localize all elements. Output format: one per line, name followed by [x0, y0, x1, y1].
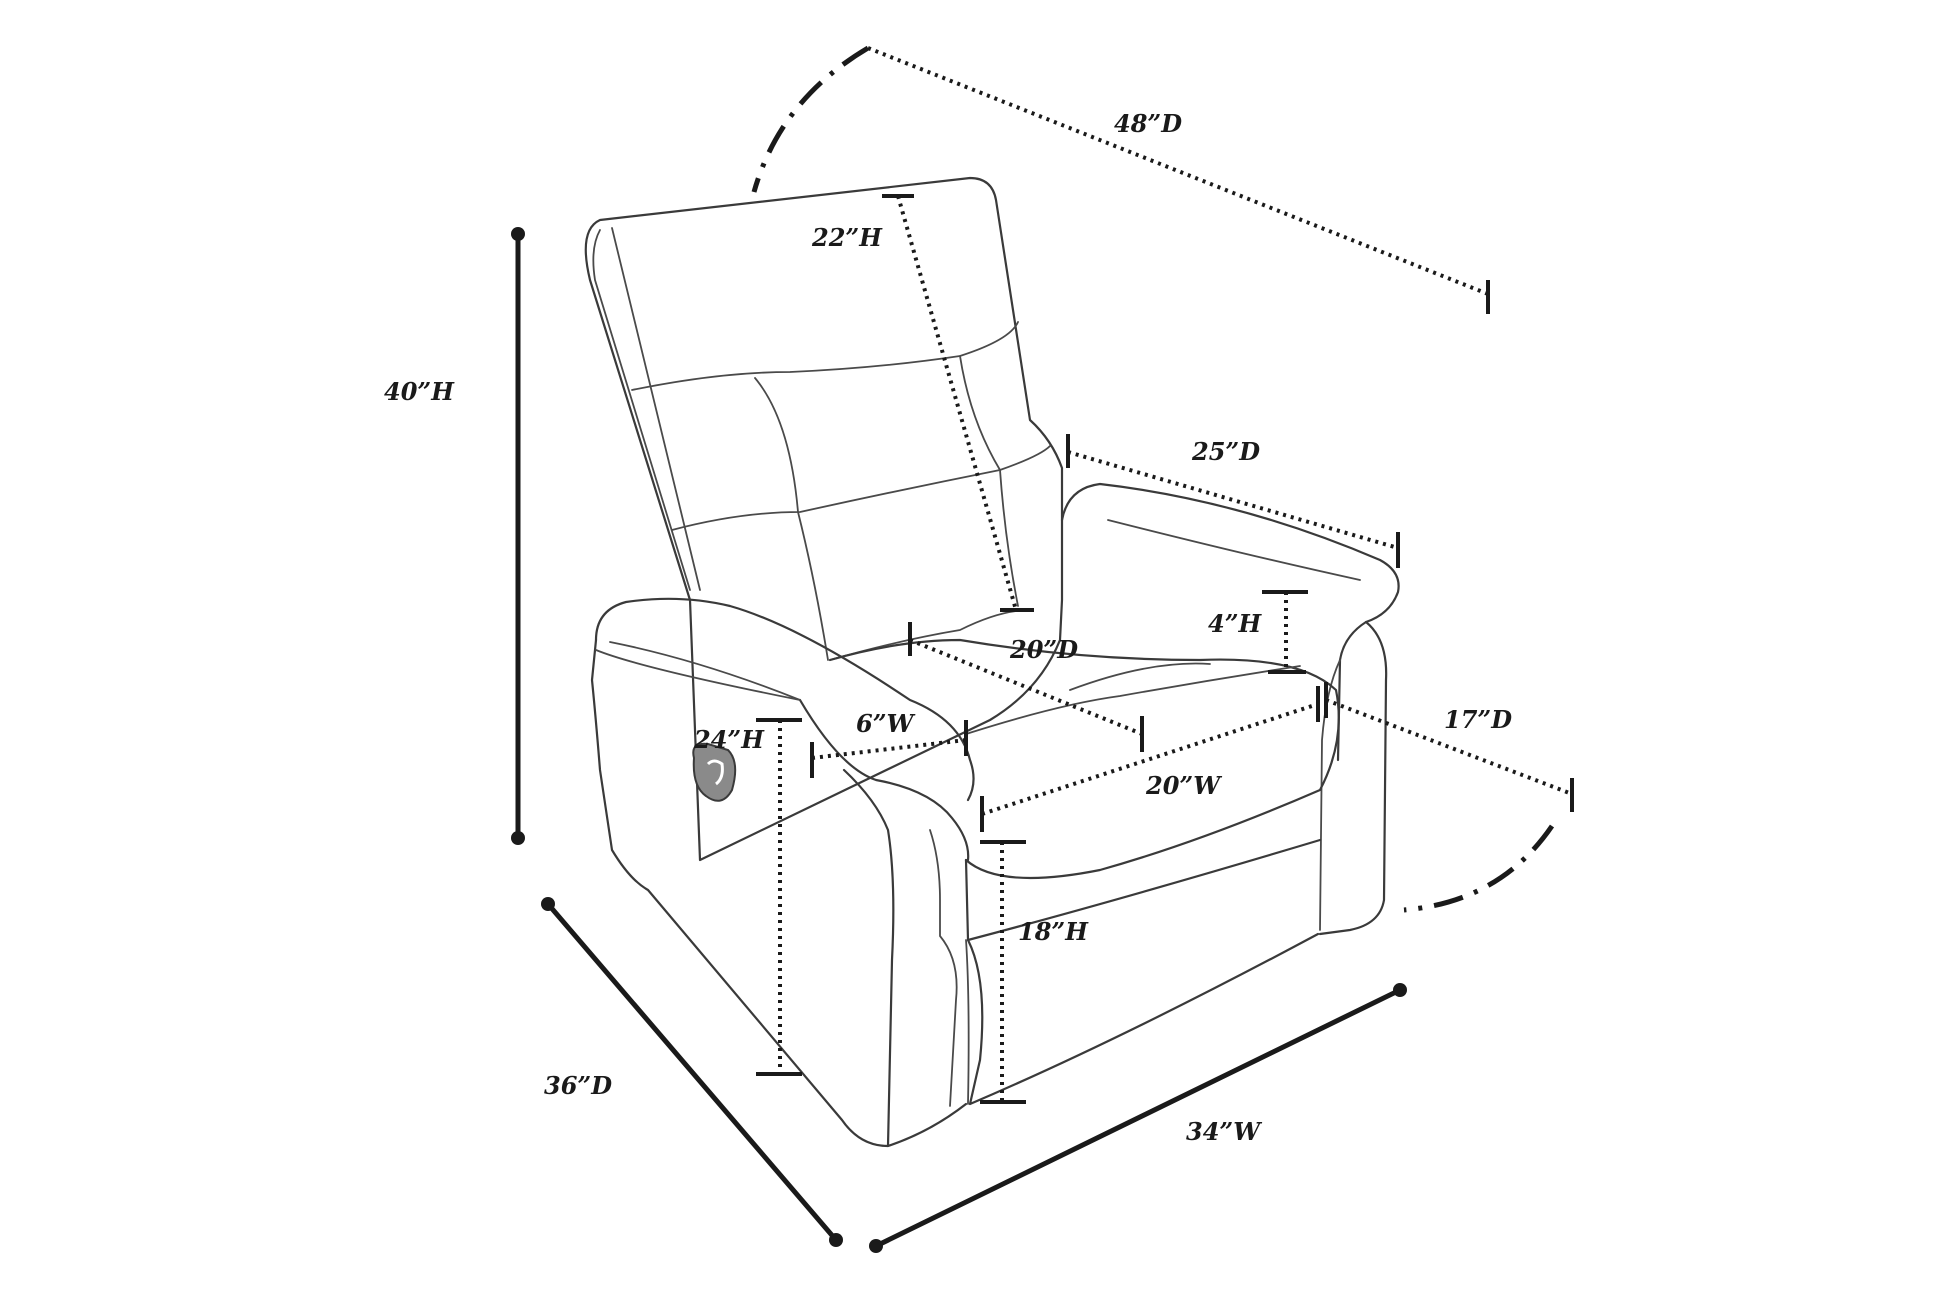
label-arm-width: 6”W [856, 709, 916, 738]
footrest-panel [966, 932, 1320, 1106]
label-seat-width: 20”W [1145, 771, 1222, 800]
dimension-labels: 40”H 22”H 48”D 25”D 4”H 20”D 17”D 6”W 24… [384, 109, 1512, 1146]
seat-width-20-line [981, 702, 1319, 816]
height-40-end-bottom [511, 831, 525, 845]
label-overall-depth: 36”D [544, 1071, 612, 1100]
label-seat-depth: 20”D [1009, 635, 1078, 664]
backrest-outline [584, 176, 1064, 862]
front-skirt [964, 838, 1322, 942]
width-34-end-left [869, 1239, 883, 1253]
label-arm-depth: 25”D [1191, 437, 1260, 466]
left-side-panel-top [595, 649, 801, 701]
depth-36-end-bottom [829, 1233, 843, 1247]
left-arm-front-panel [842, 768, 895, 1148]
left-armrest-top-seam [609, 641, 801, 701]
recliner-chair-drawing [584, 176, 1400, 1148]
back-cushion-vertical-2 [959, 355, 1019, 607]
label-overall-width: 34”W [1186, 1117, 1262, 1146]
seat-cushion [828, 638, 1340, 880]
height-40-end-top [511, 227, 525, 241]
recline-arc-top [751, 45, 870, 193]
left-armrest [594, 597, 975, 802]
depth-36-end-top [541, 897, 555, 911]
back-cushion-vertical-1 [754, 377, 829, 661]
label-extended-depth: 17”D [1444, 705, 1512, 734]
width-34-line [873, 987, 1403, 1249]
right-arm-front [1318, 620, 1388, 936]
seat-depth-20-line [909, 638, 1143, 736]
label-arm-top-height: 4”H [1208, 609, 1263, 638]
seat-cushion-seam [965, 665, 1301, 735]
left-arm-front-inner [929, 829, 958, 1107]
dimension-lines [511, 45, 1574, 1253]
seat-cushion-seam-2 [1069, 662, 1211, 691]
left-arm-front [798, 698, 970, 862]
depth-36-line [545, 901, 839, 1243]
arm-width-6-line [811, 738, 967, 760]
label-reclined-depth: 48”D [1114, 109, 1182, 138]
backrest-side-edge [592, 229, 691, 591]
label-total-height: 40”H [384, 377, 455, 406]
back-cushion-seam-1 [671, 445, 1051, 531]
right-armrest-top-seam [1107, 519, 1361, 581]
label-seat-height: 18”H [1018, 917, 1089, 946]
back-height-22-line [896, 195, 1018, 611]
front-skirt-seam [965, 939, 970, 1105]
arm-depth-25-line [1067, 450, 1399, 550]
label-arm-height: 24”H [693, 725, 765, 754]
recline-handle [692, 742, 737, 802]
width-34-end-right [1393, 983, 1407, 997]
depth-48-line [867, 46, 1489, 296]
recline-arc-bottom [1403, 824, 1555, 913]
left-side-panel [590, 638, 968, 1148]
backrest-side-edge-2 [611, 227, 701, 591]
label-back-height: 22”H [811, 223, 883, 252]
headrest-seam [631, 321, 1019, 391]
